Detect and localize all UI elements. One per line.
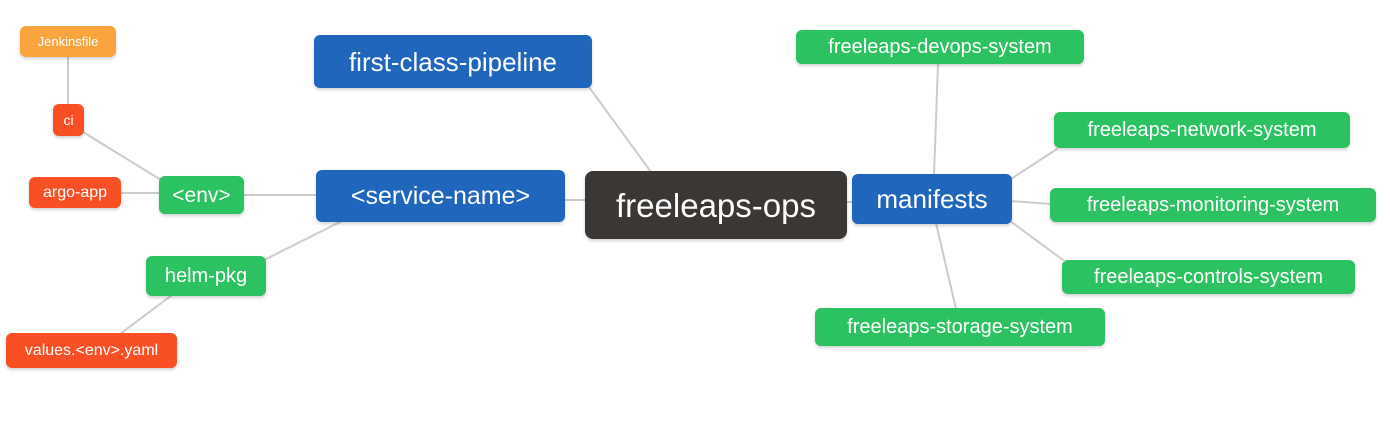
- node-ci[interactable]: ci: [53, 104, 84, 136]
- node-jenkinsfile[interactable]: Jenkinsfile: [20, 26, 116, 57]
- edge-manifests-network: [1010, 148, 1058, 180]
- node-values-env-yaml[interactable]: values.<env>.yaml: [6, 333, 177, 368]
- node-root-freeleaps-ops[interactable]: freeleaps-ops: [585, 171, 847, 239]
- edge-values-helm-pkg: [119, 294, 173, 335]
- edge-manifests-storage: [935, 222, 957, 310]
- node-helm-pkg[interactable]: helm-pkg: [146, 256, 266, 296]
- node-env[interactable]: <env>: [159, 176, 244, 214]
- node-controls-system[interactable]: freeleaps-controls-system: [1062, 260, 1355, 294]
- node-storage-system[interactable]: freeleaps-storage-system: [815, 308, 1105, 346]
- edge-manifests-monitoring: [1010, 200, 1052, 205]
- edge-helm-pkg-service-name: [263, 220, 343, 261]
- edge-ci-env: [82, 131, 162, 181]
- node-network-system[interactable]: freeleaps-network-system: [1054, 112, 1350, 148]
- node-devops-system[interactable]: freeleaps-devops-system: [796, 30, 1084, 64]
- edge-pipeline-root: [588, 86, 652, 173]
- node-first-class-pipeline[interactable]: first-class-pipeline: [314, 35, 592, 88]
- node-manifests[interactable]: manifests: [852, 174, 1012, 224]
- edge-manifests-controls: [1009, 220, 1064, 261]
- node-argo-app[interactable]: argo-app: [29, 177, 121, 208]
- node-service-name[interactable]: <service-name>: [316, 170, 565, 222]
- edge-manifests-devops: [933, 63, 939, 176]
- node-monitoring-system[interactable]: freeleaps-monitoring-system: [1050, 188, 1376, 222]
